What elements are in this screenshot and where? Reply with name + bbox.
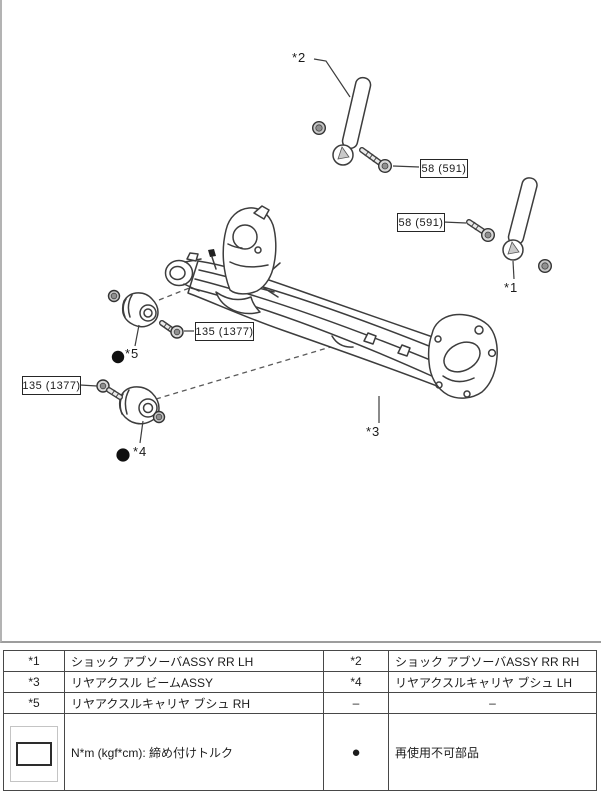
part-name: リヤアクスルキャリヤ ブシュ LH — [388, 671, 597, 693]
axle-line-art — [79, 58, 553, 462]
part-ref: *1 — [3, 650, 65, 672]
dashed-guide-lines — [155, 280, 345, 400]
torque-box-icon — [10, 725, 58, 782]
part-name: – — [388, 692, 597, 714]
part-name: ショック アブソーバASSY RR LH — [64, 650, 324, 672]
rear-axle-beam-drawing — [164, 205, 498, 399]
torque-label-bush-rh: 135 (1377) — [195, 322, 254, 341]
torque-label-shock-upper: 58 (591) — [420, 159, 468, 178]
callout-shock-rh: *2 — [292, 50, 307, 65]
callout-bush-rh: *5 — [125, 346, 140, 361]
callout-beam: *3 — [366, 424, 381, 439]
table-row: *3 リヤアクスル ビームASSY *4 リヤアクスルキャリヤ ブシュ LH — [3, 671, 597, 693]
table-row: *1 ショック アブソーバASSY RR LH *2 ショック アブソーバASS… — [3, 650, 597, 672]
callout-bush-lh: *4 — [133, 444, 148, 459]
non-reusable-dot-icon — [111, 350, 130, 462]
bolt-icon — [96, 147, 496, 400]
table-row: *5 リヤアクスルキャリヤ ブシュ RH – – — [3, 692, 597, 714]
part-ref: *4 — [323, 671, 389, 693]
part-name: ショック アブソーバASSY RR RH — [388, 650, 597, 672]
non-reusable-dot-cell: ● — [323, 713, 389, 791]
torque-legend-text: N*m (kgf*cm): 締め付けトルク — [64, 713, 324, 791]
torque-symbol-cell — [3, 713, 65, 791]
exploded-parts-diagram: 58 (591) 58 (591) 135 (1377) 135 (1377) … — [0, 0, 601, 643]
torque-label-bush-lh: 135 (1377) — [22, 376, 81, 395]
torque-rect-glyph — [16, 741, 52, 766]
part-ref: *3 — [3, 671, 65, 693]
part-ref: *5 — [3, 692, 65, 714]
nut-icon — [107, 120, 553, 424]
legend-row: N*m (kgf*cm): 締め付けトルク ● 再使用不可部品 — [3, 713, 597, 791]
part-name: リヤアクスル ビームASSY — [64, 671, 324, 693]
torque-label-shock-lower: 58 (591) — [397, 213, 445, 232]
callout-shock-lh: *1 — [504, 280, 519, 295]
part-ref: *2 — [323, 650, 389, 672]
non-reusable-legend-text: 再使用不可部品 — [388, 713, 597, 791]
leader-lines — [79, 58, 515, 444]
shock-absorber-rh-drawing — [332, 76, 372, 166]
part-ref: – — [323, 692, 389, 714]
part-name: リヤアクスルキャリヤ ブシュ RH — [64, 692, 324, 714]
carrier-bush-rh-drawing — [121, 292, 159, 328]
parts-legend-table: *1 ショック アブソーバASSY RR LH *2 ショック アブソーバASS… — [3, 650, 597, 791]
shock-absorber-lh-drawing — [502, 177, 538, 261]
